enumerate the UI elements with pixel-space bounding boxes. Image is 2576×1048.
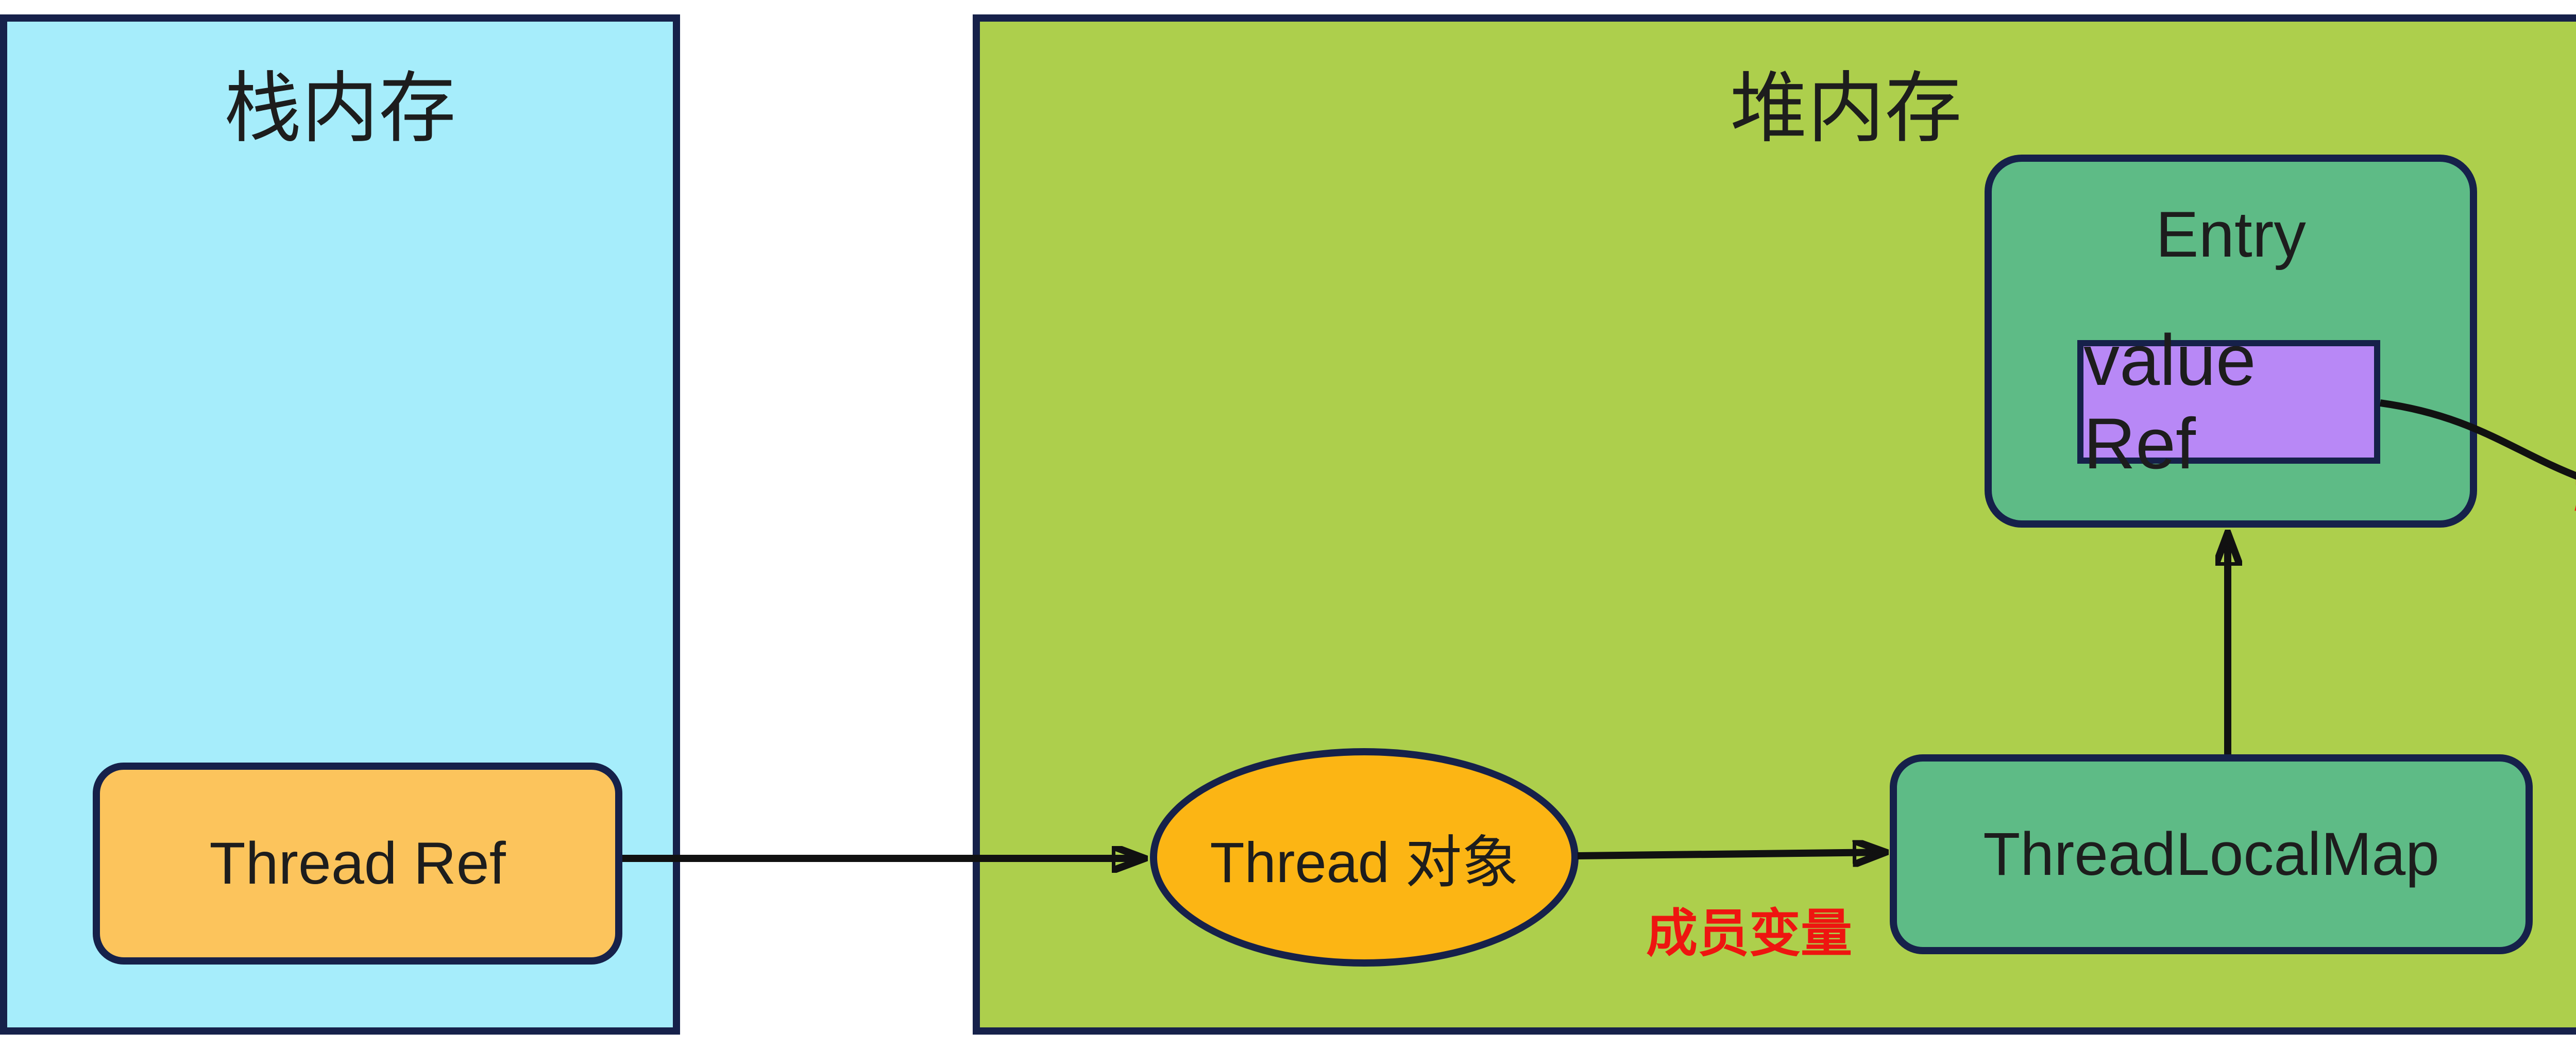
thread-ref-node: Thread Ref [93, 763, 622, 965]
threadlocalmap-label: ThreadLocalMap [1983, 820, 2439, 888]
entry-label: Entry [2156, 199, 2306, 271]
heap-memory-title: 堆内存 [1730, 65, 1962, 151]
thread-object-node: Thread 对象 [1150, 748, 1579, 967]
thread-ref-label: Thread Ref [209, 831, 506, 897]
member-variable-edge-label: 成员变量 [1646, 905, 1852, 962]
thread-object-label: Thread 对象 [1210, 831, 1519, 894]
stack-memory-region: 栈内存 Thread Ref [0, 14, 680, 1035]
heap-memory-region: 堆内存 Entry value Ref Thread 对象 ThreadLoca… [973, 14, 2576, 1035]
reference-edge-label: 引用 [2571, 461, 2576, 542]
threadlocalmap-node: ThreadLocalMap [1890, 754, 2533, 954]
value-ref-label: value Ref [2083, 319, 2256, 484]
stack-memory-title: 栈内存 [224, 65, 456, 151]
entry-node: Entry value Ref [1985, 155, 2477, 528]
value-ref-node: value Ref [2077, 319, 2380, 484]
